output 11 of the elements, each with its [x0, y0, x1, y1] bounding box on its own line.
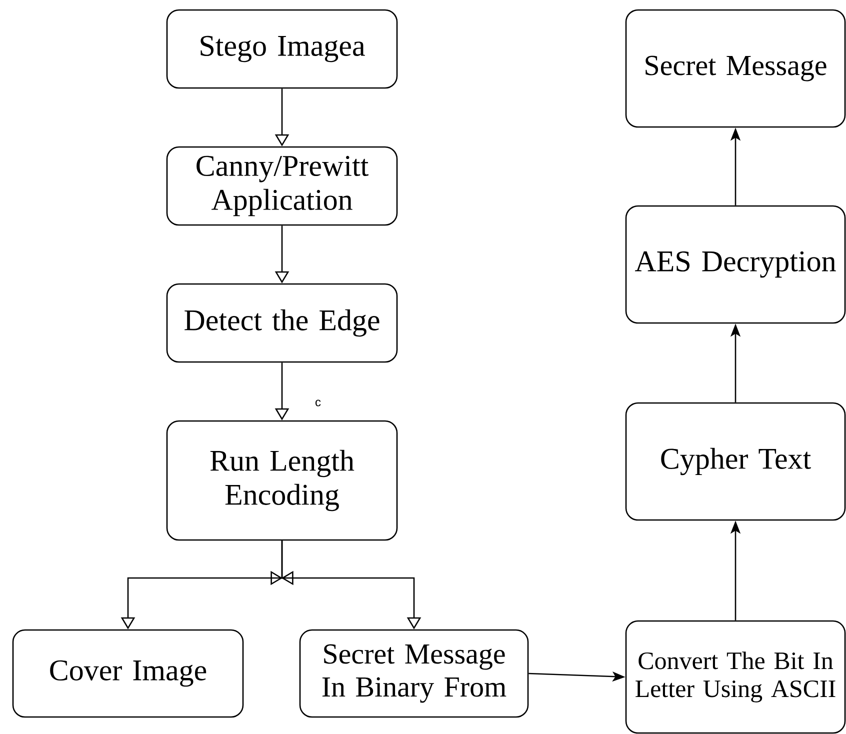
process-box: Run Length Encoding: [166, 420, 398, 541]
note-text: c: [316, 400, 321, 406]
process-box: Convert The Bit In Letter Using ASCII: [625, 620, 846, 734]
process-box: Cover Image: [12, 629, 244, 718]
process-box: Detect the Edge: [166, 283, 398, 363]
process-box: AES Decryption: [625, 205, 846, 324]
process-box: Canny/Prewitt Application: [166, 146, 398, 226]
process-box: Stego Imagea: [166, 9, 398, 89]
process-box: Secret Message In Binary From: [299, 629, 529, 718]
process-box: Secret Message: [625, 9, 846, 128]
process-box: Cypher Text: [625, 402, 846, 521]
